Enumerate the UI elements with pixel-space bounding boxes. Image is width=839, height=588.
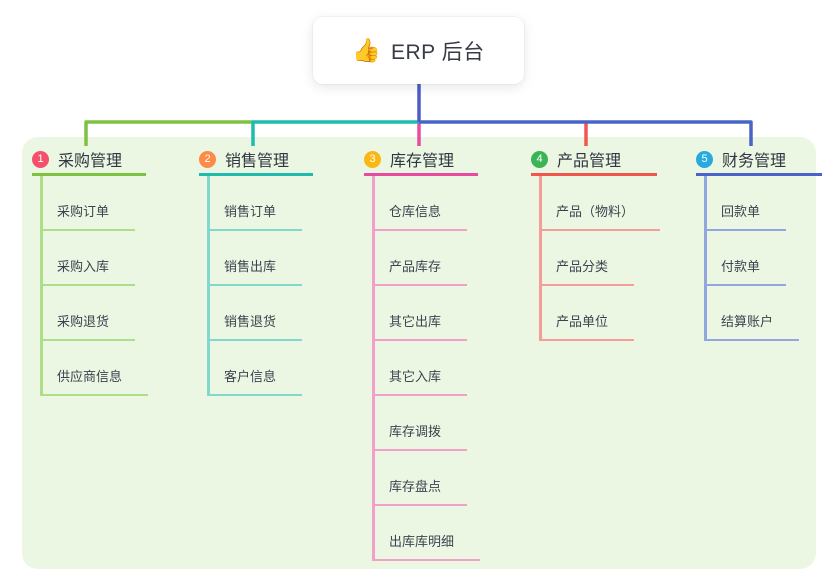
branch-4-label: 产品管理 (557, 153, 622, 170)
branch-1-item-1[interactable]: 采购订单 (40, 176, 136, 231)
branch-4: 4 产品管理 产品（物料） 产品分类 产品单位 (531, 145, 661, 341)
branch-2: 2 销售管理 销售订单 销售出库 销售退货 客户信息 (199, 145, 313, 396)
branch-5-label: 财务管理 (722, 153, 787, 170)
branch-5-item-3[interactable]: 结算账户 (704, 286, 800, 341)
branch-2-heading[interactable]: 2 销售管理 (199, 145, 313, 176)
branch-3-item-3[interactable]: 其它出库 (372, 286, 468, 341)
branch-1-heading[interactable]: 1 采购管理 (32, 145, 146, 176)
branch-4-vertical-line (539, 176, 542, 341)
branch-3-item-7[interactable]: 出库库明细 (372, 506, 481, 561)
branch-2-item-2[interactable]: 销售出库 (207, 231, 303, 286)
branch-2-badge: 2 (199, 150, 216, 168)
branch-3-item-5[interactable]: 库存调拨 (372, 396, 468, 451)
branch-1-item-3[interactable]: 采购退货 (40, 286, 136, 341)
branch-5-heading[interactable]: 5 财务管理 (696, 145, 822, 176)
branch-3-item-2[interactable]: 产品库存 (372, 231, 468, 286)
branch-2-vertical-line (207, 176, 210, 396)
branch-3-item-4[interactable]: 其它入库 (372, 341, 468, 396)
branch-3-heading[interactable]: 3 库存管理 (364, 145, 478, 176)
branch-1: 1 采购管理 采购订单 采购入库 采购退货 供应商信息 (32, 145, 149, 396)
branch-2-label: 销售管理 (225, 153, 290, 170)
branch-1-item-4[interactable]: 供应商信息 (40, 341, 149, 396)
branch-5-item-1[interactable]: 回款单 (704, 176, 787, 231)
branch-3-item-6[interactable]: 库存盘点 (372, 451, 468, 506)
branch-5-badge: 5 (696, 150, 713, 168)
branch-4-item-1[interactable]: 产品（物料） (539, 176, 661, 231)
branch-4-badge: 4 (531, 150, 548, 168)
branch-1-label: 采购管理 (58, 153, 123, 170)
branch-3: 3 库存管理 仓库信息 产品库存 其它出库 其它入库 库存调拨 库存盘点 出库库… (364, 145, 481, 561)
branch-3-label: 库存管理 (390, 153, 455, 170)
branch-3-item-1[interactable]: 仓库信息 (372, 176, 468, 231)
branch-3-badge: 3 (364, 150, 381, 168)
branch-4-item-3[interactable]: 产品单位 (539, 286, 635, 341)
branch-1-vertical-line (40, 176, 43, 396)
branch-4-item-2[interactable]: 产品分类 (539, 231, 635, 286)
branch-2-item-1[interactable]: 销售订单 (207, 176, 303, 231)
branch-2-item-3[interactable]: 销售退货 (207, 286, 303, 341)
branch-4-heading[interactable]: 4 产品管理 (531, 145, 657, 176)
branch-1-item-2[interactable]: 采购入库 (40, 231, 136, 286)
root-node[interactable]: 👍 ERP 后台 (313, 17, 524, 84)
branches-panel (22, 137, 816, 569)
branch-5: 5 财务管理 回款单 付款单 结算账户 (696, 145, 822, 341)
thumbs-up-icon: 👍 (352, 37, 381, 63)
branch-5-item-2[interactable]: 付款单 (704, 231, 787, 286)
root-node-label: ERP 后台 (391, 40, 485, 64)
branch-5-vertical-line (704, 176, 707, 341)
branch-1-badge: 1 (32, 150, 49, 168)
branch-2-item-4[interactable]: 客户信息 (207, 341, 303, 396)
branch-3-vertical-line (372, 176, 375, 561)
